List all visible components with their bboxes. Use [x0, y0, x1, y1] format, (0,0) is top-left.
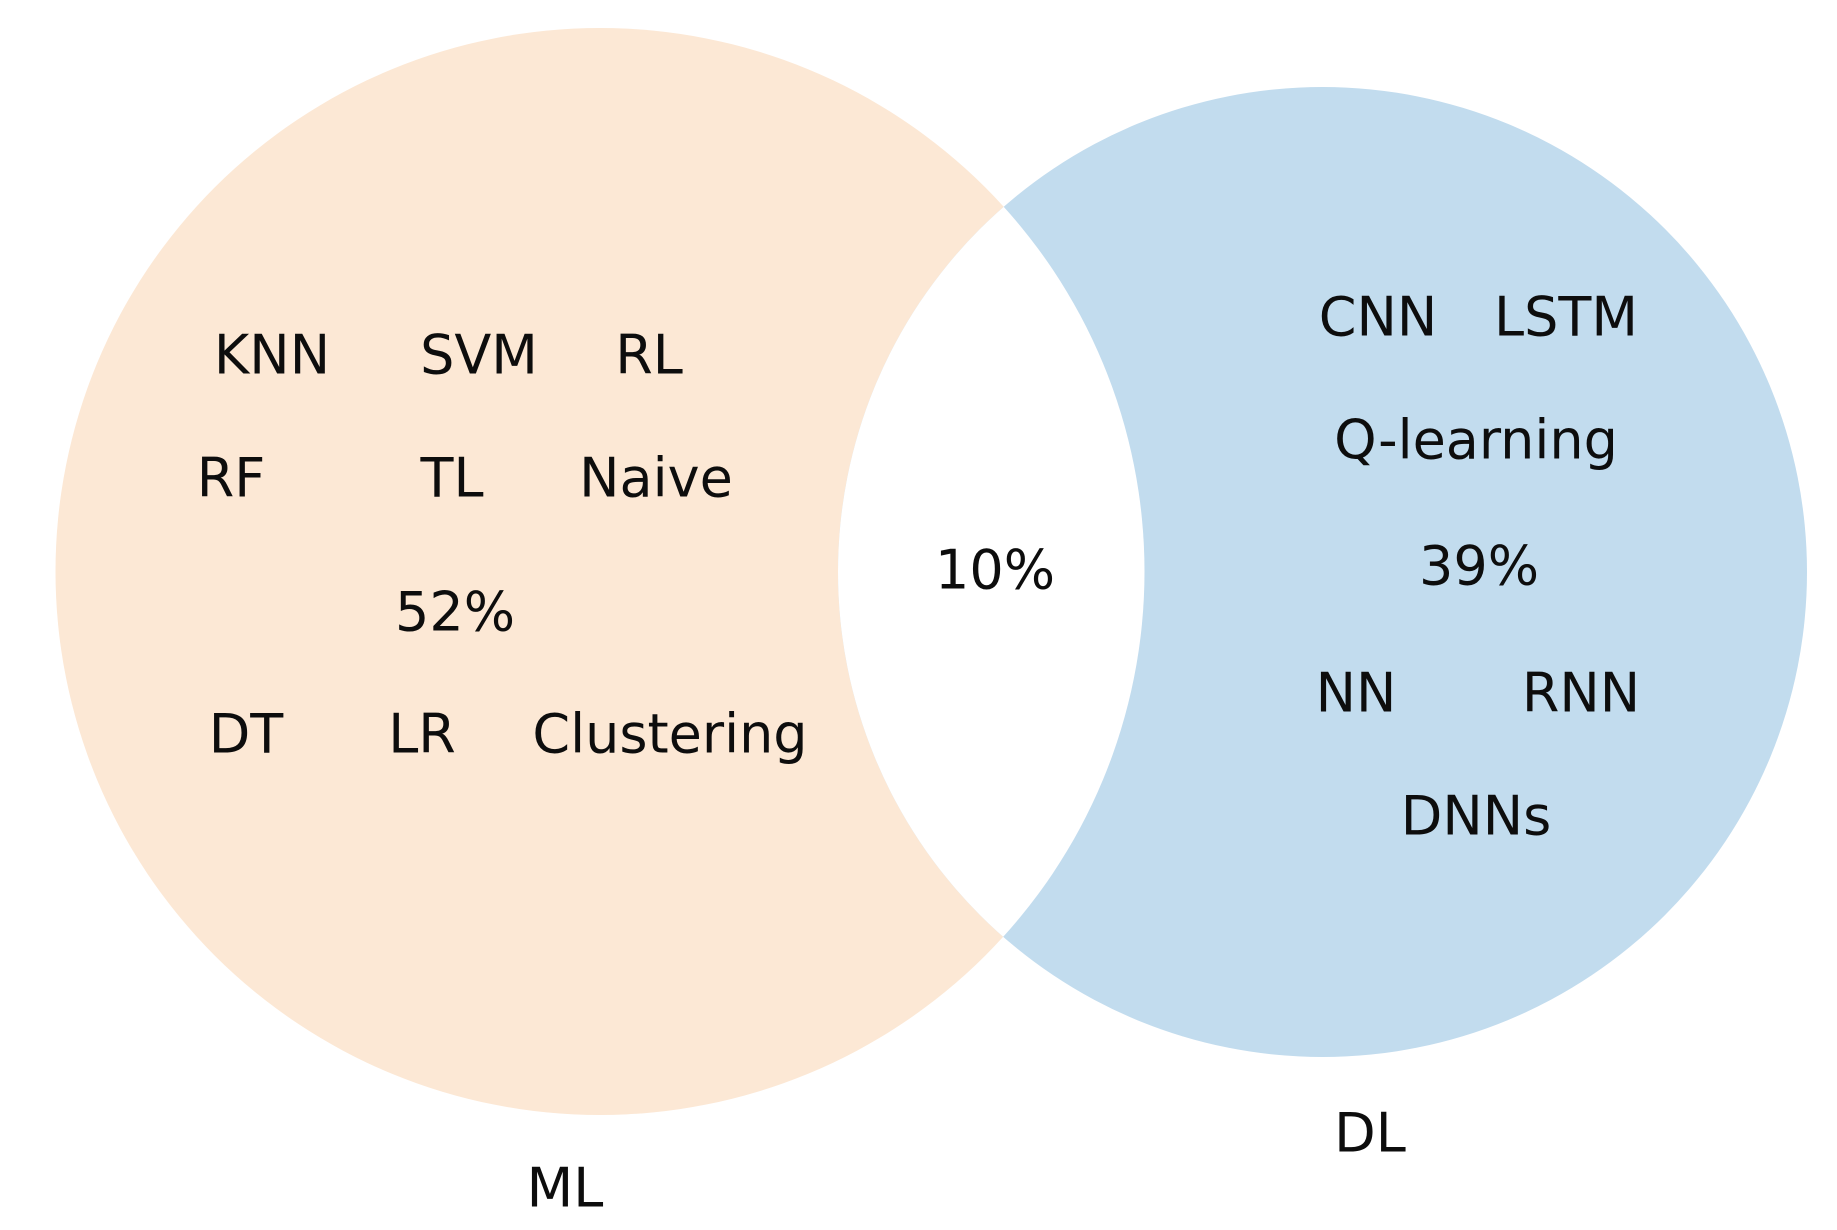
ml-item-knn: KNN	[214, 324, 330, 387]
intersection-percent-label: 10%	[935, 539, 1055, 602]
dl-percent-label: 39%	[1419, 535, 1539, 598]
intersection-lens	[838, 87, 1145, 1057]
ml-item-clustering: Clustering	[532, 703, 807, 766]
dl-item-qlearning: Q-learning	[1334, 409, 1618, 472]
ml-set-title: ML	[527, 1157, 604, 1220]
ml-item-dt: DT	[209, 703, 285, 766]
ml-item-naive: Naive	[579, 447, 733, 510]
ml-item-rl: RL	[615, 324, 683, 387]
dl-item-cnn: CNN	[1319, 286, 1438, 349]
dl-set-title: DL	[1334, 1102, 1406, 1165]
ml-item-lr: LR	[388, 703, 456, 766]
dl-item-dnns: DNNs	[1401, 785, 1552, 848]
dl-item-rnn: RNN	[1522, 662, 1640, 725]
ml-item-rf: RF	[197, 447, 266, 510]
ml-item-svm: SVM	[420, 324, 538, 387]
dl-item-lstm: LSTM	[1494, 286, 1638, 349]
ml-item-tl: TL	[419, 447, 483, 510]
ml-set-circle	[55, 28, 1145, 1115]
dl-item-nn: NN	[1316, 662, 1397, 725]
ml-percent-label: 52%	[395, 581, 515, 644]
